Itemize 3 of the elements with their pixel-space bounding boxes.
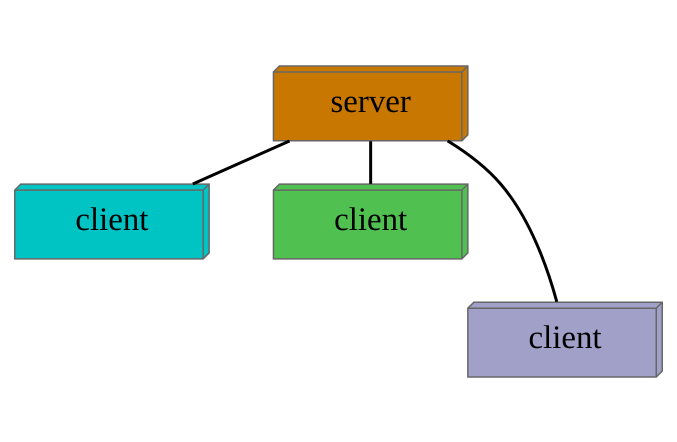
- connector: [192, 139, 290, 185]
- connector: [446, 139, 558, 302]
- connector: [369, 140, 372, 184]
